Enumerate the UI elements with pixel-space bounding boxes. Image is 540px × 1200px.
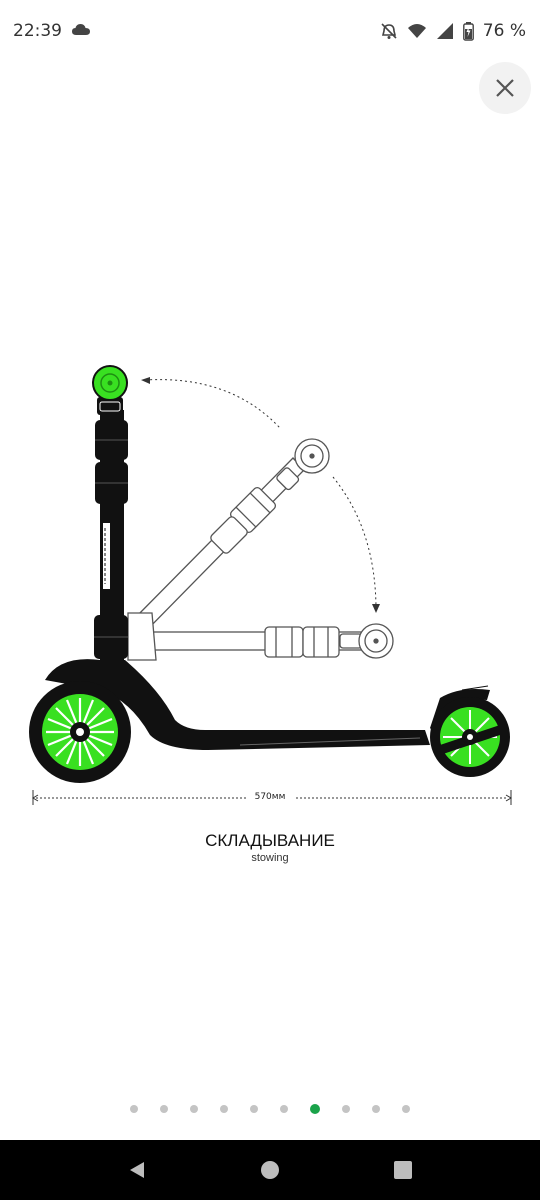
close-button[interactable] xyxy=(479,62,531,114)
product-image[interactable] xyxy=(0,345,540,875)
stem-folded-ghost xyxy=(127,612,394,661)
recents-icon xyxy=(394,1161,413,1179)
nav-bar xyxy=(0,1140,540,1200)
status-right: 76 % xyxy=(380,21,526,41)
battery-charging-icon xyxy=(462,21,474,41)
wifi-icon xyxy=(407,23,427,39)
pager-dot[interactable] xyxy=(250,1105,258,1113)
pager-dot[interactable] xyxy=(130,1105,138,1113)
status-left: 22:39 xyxy=(13,21,91,41)
pager-dot[interactable] xyxy=(372,1105,380,1113)
stem-upright xyxy=(94,397,128,670)
caption-title: СКЛАДЫВАНИЕ xyxy=(205,831,335,850)
pager-dot[interactable] xyxy=(190,1105,198,1113)
pager-dot[interactable] xyxy=(220,1105,228,1113)
signal-icon xyxy=(436,22,454,40)
dimension-label: 570мм xyxy=(254,792,286,802)
recents-button[interactable] xyxy=(383,1150,423,1190)
pager-dot[interactable] xyxy=(402,1105,410,1113)
caption-subtitle: stowing xyxy=(251,852,289,864)
rear-wheel xyxy=(430,697,510,777)
dimension-line xyxy=(32,790,512,805)
back-icon xyxy=(129,1162,144,1178)
front-wheel xyxy=(29,681,131,783)
status-bar: 22:39 76 % xyxy=(0,0,540,62)
fold-arrow-lower xyxy=(332,476,377,611)
home-button[interactable] xyxy=(250,1150,290,1190)
handle-knob xyxy=(92,365,128,401)
fold-arrow-upper xyxy=(144,379,281,429)
alarm-off-icon xyxy=(380,22,398,40)
back-button[interactable] xyxy=(117,1150,157,1190)
cloud-icon xyxy=(71,21,91,41)
pager-dot[interactable] xyxy=(160,1105,168,1113)
status-time: 22:39 xyxy=(13,21,62,41)
pager-dot[interactable] xyxy=(280,1105,288,1113)
battery-percent: 76 % xyxy=(482,21,526,41)
pager-dot[interactable] xyxy=(342,1105,350,1113)
pager-dot-active[interactable] xyxy=(310,1104,320,1114)
image-pager xyxy=(0,1103,540,1115)
home-icon xyxy=(260,1161,279,1179)
close-icon xyxy=(496,79,514,97)
stem-diagonal-ghost xyxy=(132,438,330,633)
